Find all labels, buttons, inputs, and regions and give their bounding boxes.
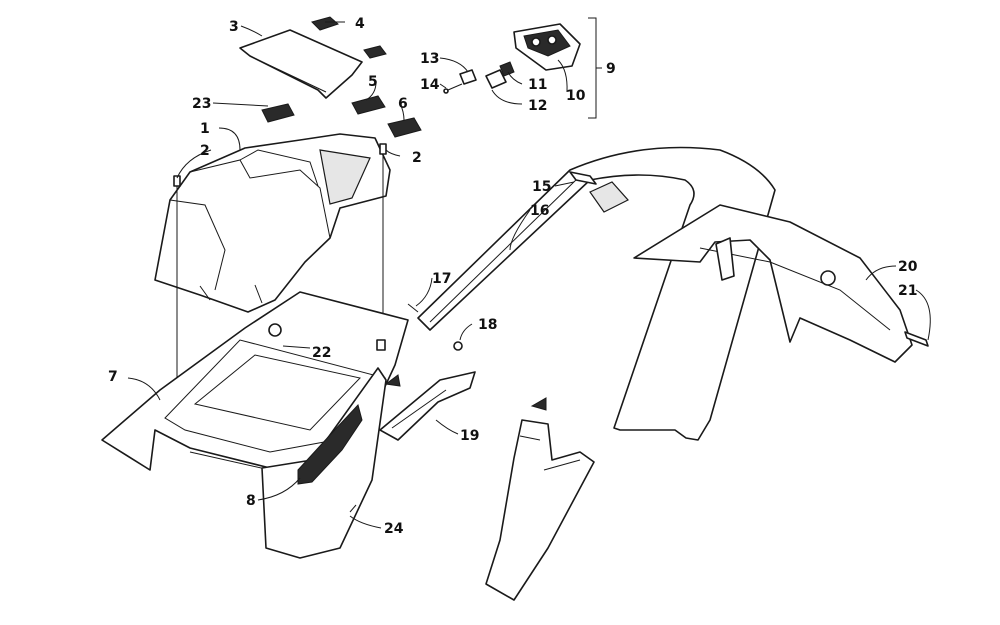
callout-12: 12 bbox=[528, 98, 547, 114]
part-3-plate bbox=[239, 29, 363, 99]
callout-6: 6 bbox=[398, 96, 408, 112]
callout-16: 16 bbox=[530, 203, 549, 219]
part-5-pad bbox=[351, 95, 386, 115]
leader-lines bbox=[127, 17, 931, 529]
callout-8: 8 bbox=[246, 493, 256, 509]
callout-21: 21 bbox=[898, 283, 917, 299]
part-24-side-panel bbox=[261, 367, 387, 559]
part-21-bolt bbox=[904, 331, 929, 347]
callout-labels: 1 2 2 3 4 5 6 7 8 9 10 11 12 13 14 15 16… bbox=[108, 16, 918, 537]
callout-18: 18 bbox=[478, 317, 497, 333]
part-19-bracket bbox=[379, 371, 595, 601]
part-15-bolt bbox=[569, 171, 597, 185]
callout-22: 22 bbox=[312, 345, 331, 361]
callout-15: 15 bbox=[532, 179, 551, 195]
callout-14: 14 bbox=[420, 77, 440, 93]
callout-13: 13 bbox=[420, 51, 439, 67]
part-9-taillight bbox=[513, 23, 581, 71]
callout-4: 4 bbox=[355, 16, 365, 32]
arrow-left bbox=[384, 374, 401, 387]
part-6-pad bbox=[387, 117, 422, 138]
part-1-cover bbox=[154, 133, 391, 313]
callout-1: 1 bbox=[200, 121, 210, 137]
callout-2-left: 2 bbox=[200, 143, 210, 159]
part-10-11-12-bulbs bbox=[443, 61, 515, 94]
callout-11: 11 bbox=[528, 77, 547, 93]
callout-3: 3 bbox=[229, 19, 239, 35]
callout-24: 24 bbox=[384, 521, 404, 537]
part-20-fender bbox=[633, 204, 913, 363]
part-4-clips bbox=[311, 16, 387, 59]
callout-9: 9 bbox=[606, 61, 616, 77]
callout-17: 17 bbox=[432, 271, 451, 287]
callout-23: 23 bbox=[192, 96, 211, 112]
arrow-right bbox=[530, 397, 547, 411]
callout-10: 10 bbox=[566, 88, 586, 104]
callout-5: 5 bbox=[368, 74, 378, 90]
callout-2-right: 2 bbox=[412, 150, 422, 166]
callout-19: 19 bbox=[460, 428, 479, 444]
part-23-pad bbox=[261, 103, 295, 123]
part-16-rail bbox=[407, 146, 776, 441]
callout-20: 20 bbox=[898, 259, 918, 275]
callout-7: 7 bbox=[108, 369, 118, 385]
